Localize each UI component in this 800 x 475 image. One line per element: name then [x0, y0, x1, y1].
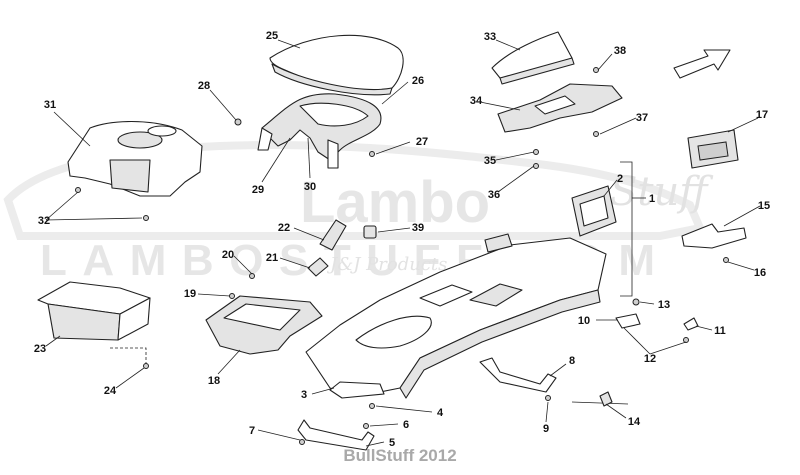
part-21-connector	[307, 257, 329, 277]
callout-28: 28	[198, 80, 210, 92]
footer-credit: BullStuff 2012	[343, 446, 457, 465]
part-25-armrest-lid	[269, 34, 404, 96]
part-7-front-bracket	[297, 419, 375, 451]
callout-1: 1	[649, 193, 655, 205]
callout-3: 3	[301, 389, 307, 401]
callout-36: 36	[488, 189, 500, 201]
callout-38: 38	[614, 45, 626, 57]
callout-5: 5	[389, 437, 395, 449]
callout-35: 35	[484, 155, 496, 167]
part-2-cupholder	[571, 185, 617, 237]
part-39-socket-cap	[363, 225, 377, 239]
callout-10: 10	[578, 315, 590, 327]
part-26-lid-frame	[257, 93, 382, 169]
callout-22: 22	[278, 222, 290, 234]
callout-14: 14	[628, 416, 641, 428]
callout-12: 12	[644, 353, 656, 365]
leader-lines	[45, 39, 761, 447]
part-23-storage-tray	[37, 281, 151, 341]
callout-4: 4	[437, 407, 444, 419]
part-1-center-console	[305, 233, 607, 399]
callout-37: 37	[636, 112, 648, 124]
part-18-lower-tray	[205, 295, 323, 355]
part-3-clip	[329, 381, 385, 399]
callout-15: 15	[758, 200, 770, 212]
part-33-tunnel-cover	[491, 31, 575, 85]
front-direction-arrow-icon	[673, 49, 731, 79]
part-8-rear-bracket	[479, 357, 557, 393]
callout-23: 23	[34, 343, 46, 355]
callout-26: 26	[412, 75, 424, 87]
callout-17: 17	[756, 109, 768, 121]
callout-24: 24	[104, 385, 117, 397]
callout-39: 39	[412, 222, 424, 234]
callout-16: 16	[754, 267, 766, 279]
part-11-clip	[683, 317, 699, 331]
callout-7: 7	[249, 425, 255, 437]
callout-18: 18	[208, 375, 220, 387]
callout-32: 32	[38, 215, 50, 227]
callout-30: 30	[304, 181, 316, 193]
callout-21: 21	[266, 252, 278, 264]
callout-labels: 25 26 28 27 29 30 31 32 33 38 34 37 35 3…	[34, 30, 770, 449]
part-10-clip-bracket	[615, 313, 641, 329]
watermark-brand: Lambo	[300, 170, 490, 235]
callout-19: 19	[184, 288, 196, 300]
callout-8: 8	[569, 355, 575, 367]
hardware-screws	[75, 67, 729, 445]
callout-33: 33	[484, 31, 496, 43]
part-17-switch-module	[687, 129, 739, 169]
callout-25: 25	[266, 30, 278, 42]
part-14-wiring-harness	[571, 391, 629, 407]
callout-34: 34	[470, 95, 483, 107]
callout-20: 20	[222, 249, 234, 261]
callout-2: 2	[617, 173, 623, 185]
part-31-console-housing	[67, 120, 203, 197]
part-34-tunnel-bracket	[497, 83, 623, 133]
part-22-lighter-socket	[319, 219, 347, 251]
callout-29: 29	[252, 184, 264, 196]
callout-31: 31	[44, 99, 56, 111]
watermark-tag: J&J Products	[326, 254, 447, 275]
watermark-script: Stuff	[610, 169, 714, 215]
callout-9: 9	[543, 423, 549, 435]
part-13-screw	[632, 298, 640, 306]
callout-27: 27	[416, 136, 428, 148]
part-15-side-bracket	[681, 223, 747, 249]
callout-13: 13	[658, 299, 670, 311]
callout-6: 6	[403, 419, 409, 431]
callout-11: 11	[714, 325, 726, 337]
